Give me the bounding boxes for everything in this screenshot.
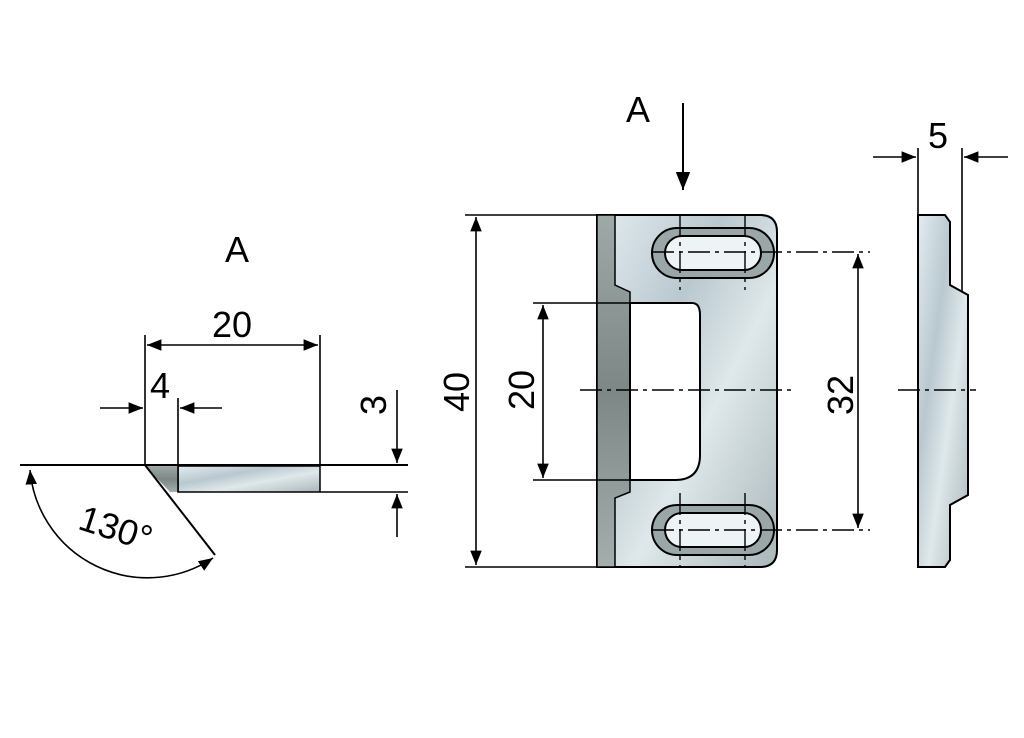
plate-section [177, 465, 321, 493]
dim-slot-spacing-label: 32 [820, 375, 861, 415]
latch-opening [629, 302, 701, 481]
side-view: A 20 4 3 130° [20, 229, 408, 579]
dim-height-label: 40 [436, 372, 477, 412]
edge-profile [917, 214, 969, 568]
angle-label: 130° [74, 497, 157, 559]
view-arrow-label: A [626, 89, 650, 130]
front-view: A 40 20 32 [436, 89, 870, 568]
edge-view: 5 [873, 115, 1008, 568]
side-view-label: A [225, 229, 249, 270]
dim-offset-label: 4 [150, 365, 170, 406]
dim-depth-label: 5 [928, 115, 948, 156]
angle-arc [25, 469, 214, 579]
dim-width-label: 20 [212, 304, 252, 345]
dim-opening-label: 20 [501, 370, 542, 410]
dim-thickness-label: 3 [353, 395, 394, 415]
